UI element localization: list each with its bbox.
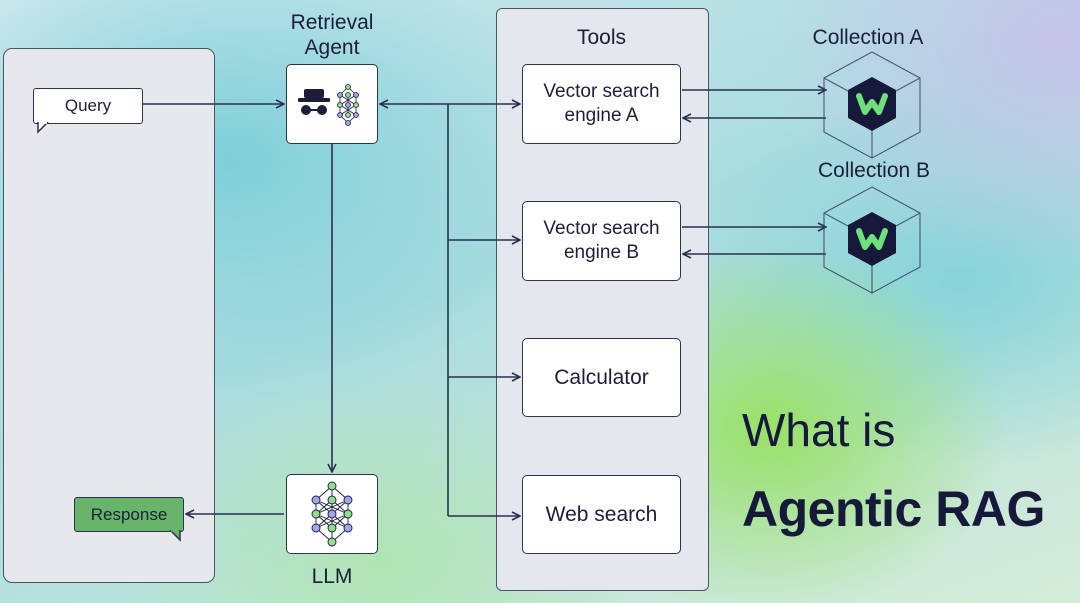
collection-b-cube <box>823 186 921 294</box>
response-text: Response <box>90 504 168 524</box>
spy-agent-icon <box>298 89 330 115</box>
agent-icons <box>298 84 359 126</box>
chat-panel <box>3 48 215 583</box>
weaviate-logo-icon <box>848 212 896 266</box>
title-line-2: Agentic RAG <box>742 481 1045 537</box>
retrieval-agent-label: Retrieval Agent <box>290 11 374 59</box>
llm-node <box>286 474 378 554</box>
vector-search-engine-b: Vector search engine B <box>522 201 681 281</box>
web-search-tool: Web search <box>522 475 681 554</box>
neural-network-icon <box>337 84 359 126</box>
neural-network-icon <box>311 481 353 547</box>
tools-title: Tools <box>576 26 627 49</box>
retrieval-agent-node <box>286 64 378 144</box>
collection-a-label: Collection A <box>812 26 924 49</box>
query-text: Query <box>64 96 112 115</box>
response-bubble-tail <box>169 530 181 542</box>
query-bubble: Query <box>33 88 143 124</box>
title-line-1: What is <box>742 404 896 456</box>
llm-label: LLM <box>311 565 353 588</box>
response-bubble: Response <box>74 497 184 532</box>
collection-b-label: Collection B <box>817 159 931 182</box>
weaviate-logo-icon <box>848 77 896 131</box>
collection-a-cube <box>823 51 921 159</box>
vector-search-engine-a: Vector search engine A <box>522 64 681 144</box>
calculator-tool: Calculator <box>522 338 681 417</box>
query-bubble-tail <box>37 122 49 134</box>
